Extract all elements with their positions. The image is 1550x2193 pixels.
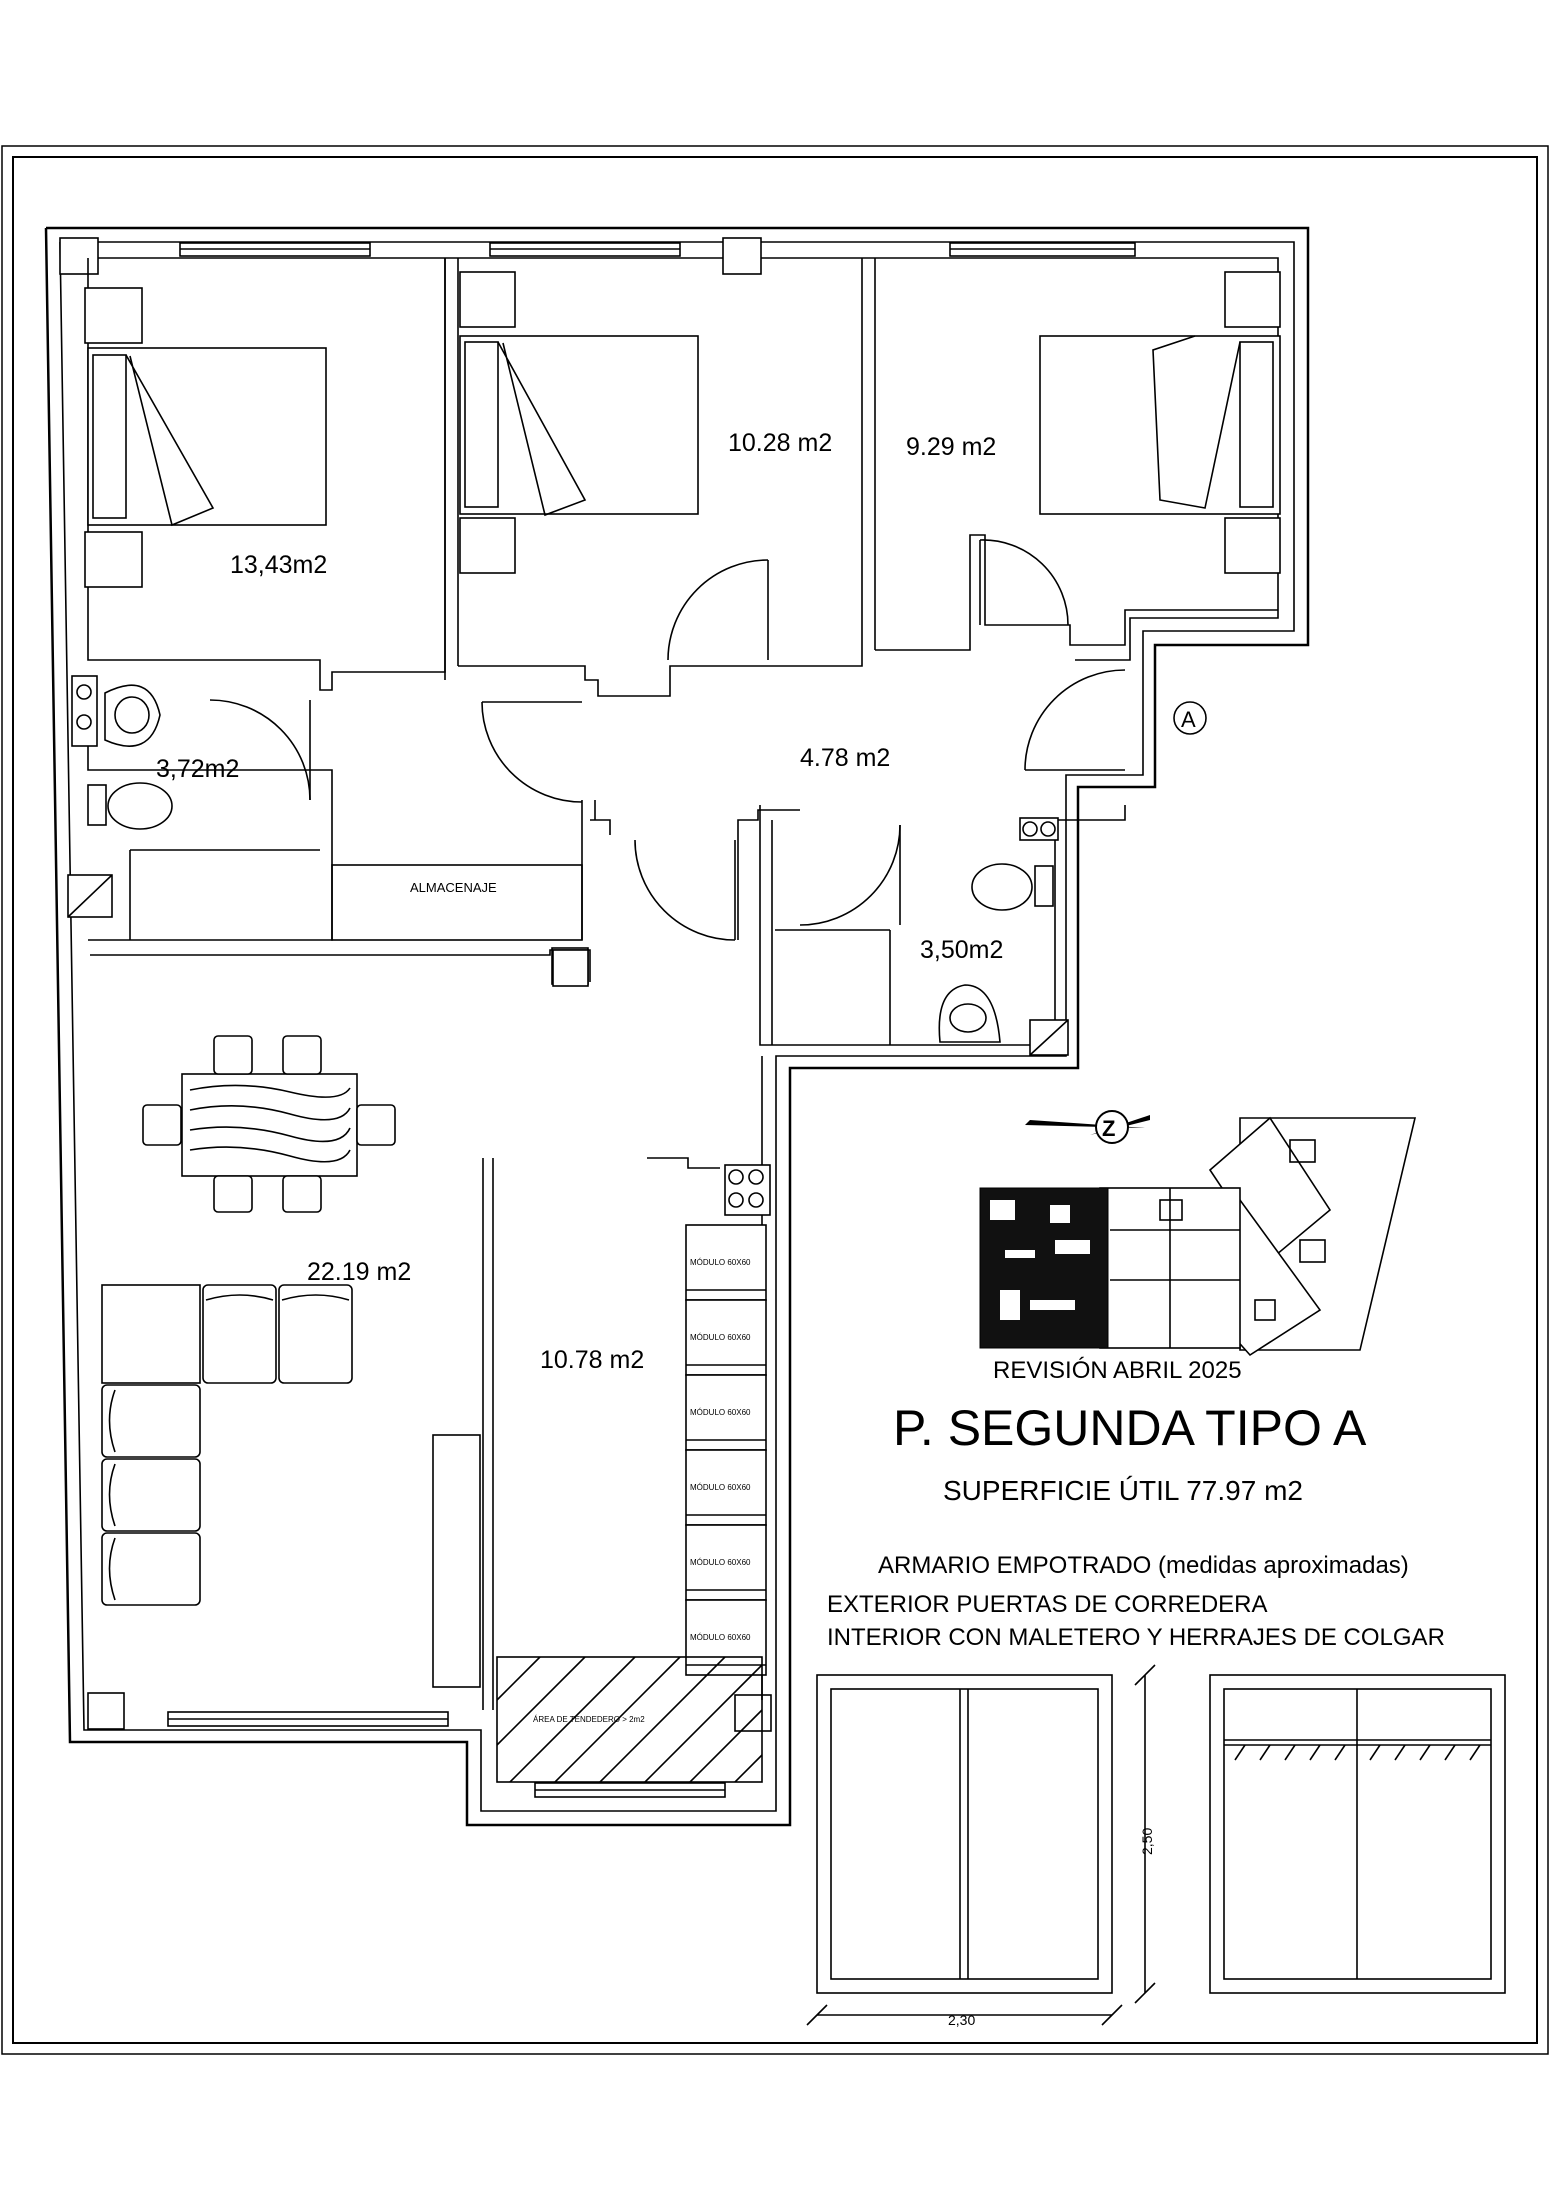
module-label: MÓDULO 60X60 xyxy=(690,1408,751,1417)
width-dimension: 2,30 xyxy=(948,2012,975,2028)
point-marker-circle xyxy=(1173,701,1207,735)
module-label: MÓDULO 60X60 xyxy=(690,1258,751,1267)
module-label: MÓDULO 60X60 xyxy=(690,1333,751,1342)
drying-area-hatch xyxy=(496,1656,763,1783)
location-key-plan xyxy=(979,1116,1417,1357)
room-area-cocina: 10.78 m2 xyxy=(540,1346,644,1374)
wardrobe-notes: ARMARIO EMPOTRADO (medidas aproximadas) … xyxy=(827,1552,1445,1651)
room-labels: 13,43m2 10.28 m2 9.29 m2 3,72m2 4.78 m2 … xyxy=(156,429,1207,1724)
living-furniture xyxy=(101,1035,481,1688)
module-label: MÓDULO 60X60 xyxy=(690,1558,751,1567)
wardrobe-exterior-elevation: 2,50 2,30 xyxy=(806,1664,1156,2028)
room-area-bano-2: 3,50m2 xyxy=(920,936,1003,964)
north-arrow-icon: Z xyxy=(1025,1110,1150,1144)
room-area-dormitorio-principal: 13,43m2 xyxy=(230,551,327,579)
bedroom-furniture xyxy=(84,271,1281,588)
sheet-inner-frame xyxy=(12,156,1538,2044)
title-block: REVISIÓN ABRIL 2025 P. SEGUNDA TIPO A SU… xyxy=(893,1357,1367,1506)
module-label: MÓDULO 60X60 xyxy=(690,1483,751,1492)
storage-label: ALMACENAJE xyxy=(410,880,497,895)
wardrobe-note-3: INTERIOR CON MALETERO Y HERRAJES DE COLG… xyxy=(827,1624,1445,1651)
exterior-walls xyxy=(44,226,1310,1827)
windows xyxy=(167,242,1136,1798)
point-marker-label: A xyxy=(1181,707,1196,732)
plan-title: P. SEGUNDA TIPO A xyxy=(893,1400,1367,1456)
wardrobe-note-1: ARMARIO EMPOTRADO (medidas aproximadas) xyxy=(878,1552,1409,1579)
wardrobe-note-2: EXTERIOR PUERTAS DE CORREDERA xyxy=(827,1591,1268,1618)
drying-area-label: ÁREA DE TENDEDERO > 2m2 xyxy=(533,1715,645,1724)
sheet-outer-frame xyxy=(1,145,1549,2055)
wardrobe-interior-elevation xyxy=(1209,1674,1506,1994)
doors xyxy=(209,539,1126,941)
room-area-pasillo: 4.78 m2 xyxy=(800,744,890,772)
kitchen-furniture xyxy=(685,1164,771,1676)
revision-label: REVISIÓN ABRIL 2025 xyxy=(993,1357,1242,1384)
module-label: MÓDULO 60X60 xyxy=(690,1633,751,1642)
room-area-dormitorio-2: 10.28 m2 xyxy=(728,429,832,457)
room-area-salon: 22.19 m2 xyxy=(307,1258,411,1286)
height-dimension: 2,50 xyxy=(1139,1828,1155,1855)
svg-text:Z: Z xyxy=(1102,1116,1115,1141)
bathroom-fixtures xyxy=(67,675,1069,1056)
surface-label: SUPERFICIE ÚTIL 77.97 m2 xyxy=(943,1475,1303,1506)
room-area-bano-1: 3,72m2 xyxy=(156,755,239,783)
room-area-dormitorio-3: 9.29 m2 xyxy=(906,433,996,461)
